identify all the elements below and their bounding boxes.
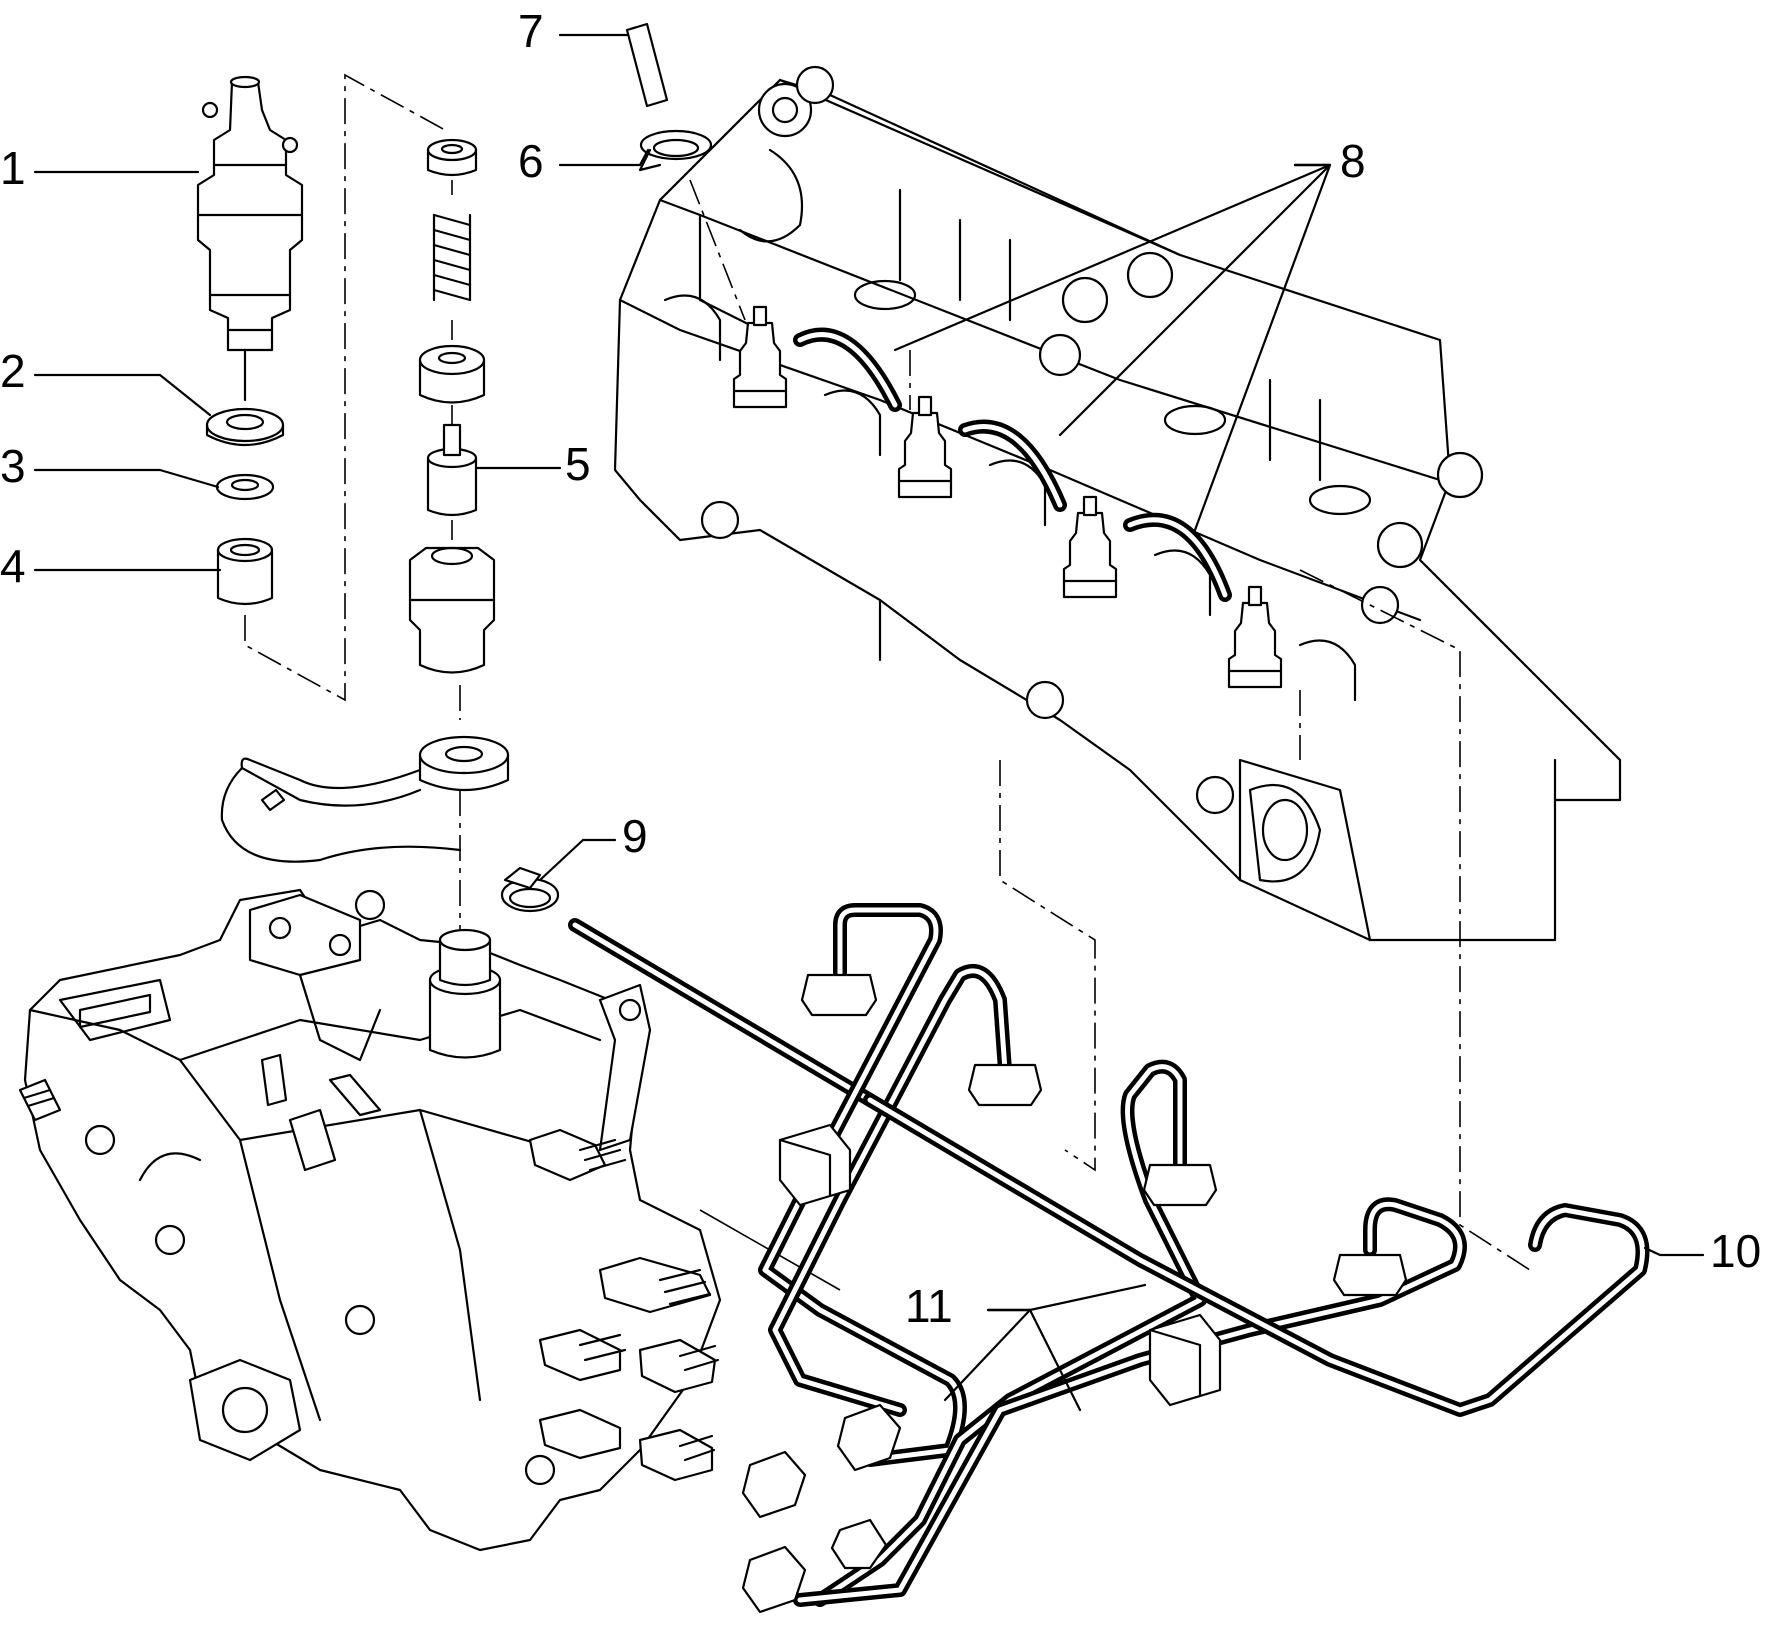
injector-exploded [196, 75, 304, 606]
callout-labels: 1 2 3 4 5 6 7 8 9 10 11 [0, 5, 1761, 1332]
cylinder-head [613, 65, 1622, 942]
callout-7: 7 [518, 5, 544, 57]
callout-11: 11 [905, 1280, 953, 1332]
callout-9: 9 [622, 810, 648, 862]
clip-and-pin [625, 22, 713, 172]
leak-off-hoses [793, 327, 1232, 602]
installed-injectors [732, 305, 1283, 689]
injection-pipes [741, 903, 1467, 1614]
callout-10: 10 [1710, 1225, 1761, 1277]
callout-3: 3 [0, 440, 26, 492]
callout-5: 5 [565, 438, 591, 490]
callout-2: 2 [0, 345, 26, 397]
injection-pump [18, 888, 841, 1552]
callout-8: 8 [1340, 135, 1366, 187]
callout-1: 1 [0, 142, 26, 194]
hose-clip [500, 866, 877, 1107]
callout-6: 6 [518, 135, 544, 187]
callout-4: 4 [0, 540, 26, 592]
leader-lines [33, 33, 1705, 1412]
leak-off-return-pipe [863, 1093, 1650, 1417]
delivery-valve-exploded [220, 138, 510, 863]
